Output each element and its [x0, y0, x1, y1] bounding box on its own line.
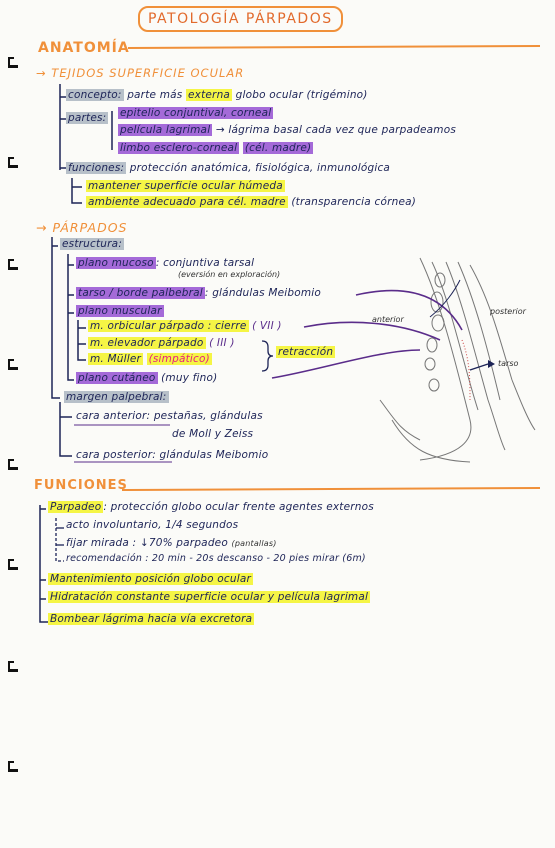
concepto-highlight: externa: [186, 89, 233, 101]
tarso-row: tarso / borde palbebral: glándulas Meibo…: [76, 287, 322, 299]
plano-mucoso-note: (eversión en exploración): [178, 270, 281, 279]
plano-muscular-row: plano muscular: [76, 305, 164, 317]
parte-2: película lagrimal → lágrima basal cada v…: [118, 124, 456, 136]
parpadeo-sub-2: fijar mirada : ↓70% parpadeo (pantallas): [66, 537, 277, 549]
partes-label: partes:: [66, 112, 109, 124]
subheading-tejidos: → TEJIDOS SUPERFICIE OCULAR: [36, 66, 245, 80]
musculo-elevador: m. elevador párpado ( III ): [88, 337, 235, 349]
binder-clip-icon: [8, 558, 18, 572]
eyelid-diagram: [379, 257, 536, 463]
margen-label: margen palpebral:: [64, 391, 169, 403]
binder-clip-icon: [8, 358, 18, 372]
binder-clip-icon: [8, 660, 18, 674]
concepto-text: parte más: [127, 89, 183, 101]
cara-anterior-text-2: de Moll y Zeiss: [172, 428, 254, 440]
funcion-2: ambiente adecuado para cél. madre (trans…: [86, 196, 417, 208]
funcion-item-2: Hidratación constante superficie ocular …: [48, 591, 371, 603]
concepto-label: concepto:: [66, 89, 124, 101]
concepto-text-2: globo ocular (trigémino): [235, 89, 368, 101]
funcion-item-3: Bombear lágrima hacia vía excretora: [48, 613, 255, 625]
section-heading-parpados: → PÁRPADOS: [36, 220, 128, 235]
estructura-label: estructura:: [60, 238, 125, 250]
cara-posterior-row: cara posterior: glándulas Meibomio: [76, 449, 269, 461]
cara-anterior-row: cara anterior: pestañas, glándulas: [76, 410, 263, 422]
diagram-label-anterior: anterior: [372, 315, 404, 324]
page-title: PATOLOGÍA PÁRPADOS: [138, 6, 343, 32]
funciones-row: funciones: protección anatómica, fisioló…: [66, 162, 391, 174]
musculo-orbicular: m. orbicular párpado : cierre ( VII ): [88, 320, 282, 332]
binder-clip-icon: [8, 156, 18, 170]
funcion-1: mantener superficie ocular húmeda: [86, 180, 285, 192]
parte-1: epitelio conjuntival, corneal: [118, 107, 274, 119]
section-heading-anatomia: ANATOMÍA: [38, 40, 130, 56]
funcion-item-1: Mantenimiento posición globo ocular: [48, 573, 253, 585]
binder-clip-icon: [8, 760, 18, 774]
funciones-label: funciones:: [66, 162, 127, 174]
plano-mucoso-row: plano mucoso: conjuntiva tarsal: [76, 257, 255, 269]
binder-clip-icon: [8, 258, 18, 272]
parpadeo-sub-3: recomendación : 20 min - 20s descanso - …: [66, 553, 366, 564]
binder-clip-icon: [8, 56, 18, 70]
diagram-label-tarso: tarso: [498, 359, 519, 368]
diagram-label-posterior: posterior: [490, 307, 526, 316]
parpadeo-sub-1: acto involuntario, 1/4 segundos: [66, 519, 239, 531]
retraccion-label: retracción: [276, 346, 336, 358]
concepto-row: concepto: parte más externa globo ocular…: [66, 89, 368, 101]
section-heading-funciones: FUNCIONES: [34, 478, 128, 493]
musculo-muller: m. Müller (simpático): [88, 353, 212, 365]
plano-cutaneo-row: plano cutáneo (muy fino): [76, 372, 218, 384]
parpadeo-row: Parpadeo: protección globo ocular frente…: [48, 501, 374, 513]
binder-clip-icon: [8, 458, 18, 472]
parte-3: limbo esclero-corneal (cél. madre): [118, 142, 314, 154]
